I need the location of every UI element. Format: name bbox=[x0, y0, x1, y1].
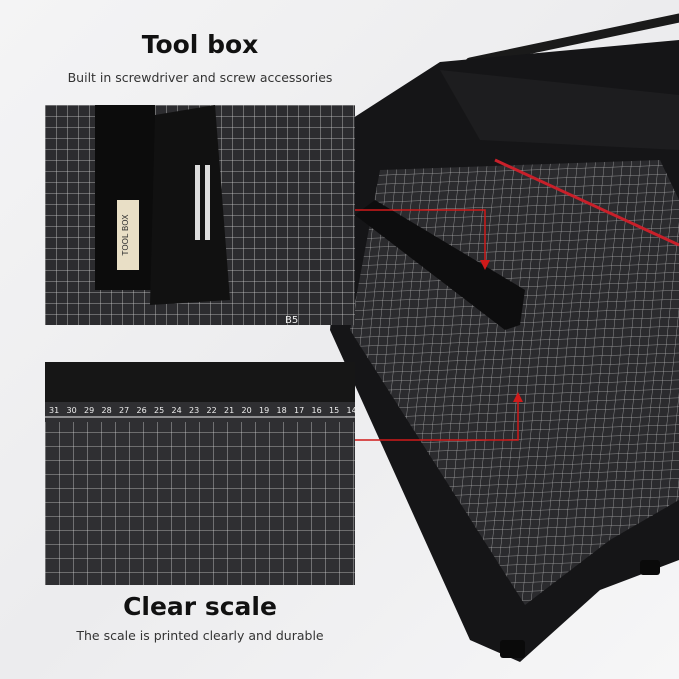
clamp-bar bbox=[355, 200, 525, 330]
scale-number: 16 bbox=[312, 406, 322, 415]
toolbox-tray bbox=[150, 105, 230, 305]
section-subtitle-toolbox: Built in screwdriver and screw accessori… bbox=[67, 70, 333, 85]
arrow-toolbox bbox=[355, 209, 486, 262]
toolbox-closeup: TOOL BOX B5 bbox=[45, 105, 355, 325]
cutter-handle bbox=[465, 13, 679, 67]
scale-number: 30 bbox=[67, 406, 77, 415]
scale-number: 27 bbox=[119, 406, 129, 415]
toolbox-label: TOOL BOX bbox=[121, 214, 130, 257]
arrow-scale bbox=[355, 400, 519, 441]
scale-number: 21 bbox=[224, 406, 234, 415]
scale-closeup: 31 30 29 28 27 26 25 24 23 22 21 20 19 18 17 16 15 14 bbox=[45, 362, 355, 585]
paper-size-mark: B5 bbox=[285, 315, 298, 325]
scale-number: 25 bbox=[154, 406, 164, 415]
scale-number: 28 bbox=[102, 406, 112, 415]
section-subtitle-scale: The scale is printed clearly and durable bbox=[76, 628, 324, 643]
scale-number: 24 bbox=[172, 406, 182, 415]
section-title-toolbox: Tool box bbox=[141, 30, 259, 59]
scale-number: 14 bbox=[347, 406, 356, 415]
scale-number: 18 bbox=[277, 406, 287, 415]
scale-number: 31 bbox=[49, 406, 59, 415]
scale-number: 23 bbox=[189, 406, 199, 415]
scale-number: 22 bbox=[207, 406, 217, 415]
scale-number: 17 bbox=[294, 406, 304, 415]
scale-number: 29 bbox=[84, 406, 94, 415]
scale-ruler: 31 30 29 28 27 26 25 24 23 22 21 20 19 18 17 16 15 14 bbox=[49, 406, 355, 415]
scale-number: 26 bbox=[137, 406, 147, 415]
scale-number: 15 bbox=[329, 406, 339, 415]
section-title-scale: Clear scale bbox=[123, 592, 277, 621]
scale-number: 20 bbox=[242, 406, 252, 415]
cutting-line bbox=[494, 158, 679, 247]
scale-number: 19 bbox=[259, 406, 269, 415]
